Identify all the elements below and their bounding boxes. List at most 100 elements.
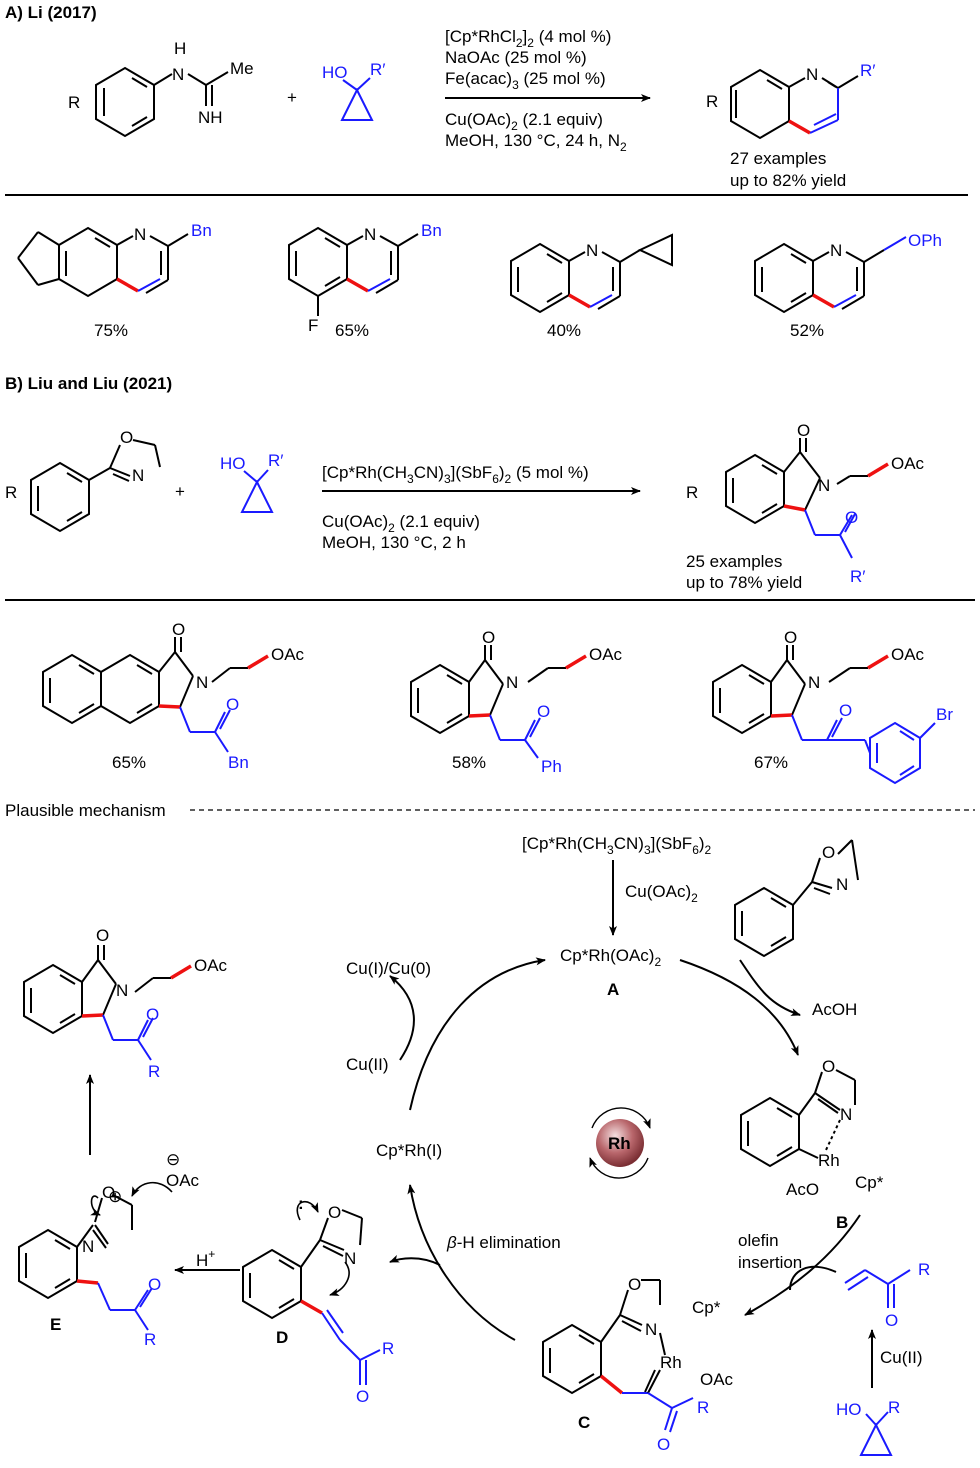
c-int-r: R	[697, 1398, 709, 1417]
e-int-r: R	[144, 1330, 156, 1349]
a-nh: NH	[198, 108, 223, 127]
a-reactant-r: R	[68, 93, 80, 112]
b-int-o: O	[822, 1057, 835, 1076]
b-int-aco: AcO	[786, 1180, 819, 1199]
mech-beta-h: β-H elimination	[446, 1233, 561, 1252]
b-prod-o2: O	[845, 508, 858, 527]
a-h: H	[174, 39, 186, 58]
a-ex2-f: F	[308, 316, 318, 335]
b-int-n: N	[840, 1105, 852, 1124]
b-yield: up to 78% yield	[686, 573, 802, 592]
e-int-o: O	[102, 1183, 115, 1202]
c-int-cp: Cp*	[692, 1298, 721, 1317]
label-e: E	[50, 1315, 61, 1334]
b-ex1-o2: O	[226, 695, 239, 714]
b-cond1: [Cp*Rh(CH3CN)3](SbF6)2 (5 mol %)	[322, 463, 589, 486]
a-ex4-yield: 52%	[790, 321, 824, 340]
b-ho: HO	[220, 454, 246, 473]
c-int-rh: Rh	[660, 1353, 682, 1372]
a-ex1-yield: 75%	[94, 321, 128, 340]
b-o: O	[120, 428, 133, 447]
b-ex1-yield: 65%	[112, 753, 146, 772]
b-n: N	[132, 466, 144, 485]
a-examples: 27 examples	[730, 149, 826, 168]
a-plus: +	[287, 88, 297, 107]
d-int-r: R	[382, 1339, 394, 1358]
label-c: C	[578, 1413, 590, 1432]
a-cond2: NaOAc (25 mol %)	[445, 48, 587, 67]
cp-ho: HO	[836, 1400, 862, 1419]
b-int-cp: Cp*	[855, 1173, 884, 1192]
b-reactant-r: R	[5, 483, 17, 502]
a-ex1-bn: Bn	[191, 221, 212, 240]
b-ex1-n: N	[196, 673, 208, 692]
olefin-o: O	[885, 1311, 898, 1330]
mech-ox-n: N	[836, 875, 848, 894]
a-ex1-n: N	[134, 225, 146, 244]
b-ex3-o2: O	[839, 701, 852, 720]
e-int-n: N	[82, 1237, 94, 1256]
prod-n: N	[116, 981, 128, 1000]
mech-h-plus: H+	[196, 1247, 215, 1270]
prod-o: O	[96, 926, 109, 945]
b-ex3-n: N	[808, 673, 820, 692]
section-a-title: A) Li (2017)	[5, 3, 97, 22]
b-ex3-br: Br	[936, 705, 953, 724]
a-ho: HO	[322, 63, 348, 82]
a-ex2-yield: 65%	[335, 321, 369, 340]
mech-catalyst: [Cp*Rh(CH3CN)3](SbF6)2	[522, 834, 712, 857]
olefin-r: R	[918, 1260, 930, 1279]
b-prod-n: N	[818, 476, 830, 495]
curly-arrows	[90, 1181, 350, 1296]
b-prod-rprime: R′	[850, 567, 865, 586]
label-d: D	[276, 1328, 288, 1347]
c-int-o2: O	[657, 1435, 670, 1454]
b-ex2-o: O	[482, 628, 495, 647]
e-minus: ⊖	[166, 1150, 180, 1169]
e-int-plus: ⊕	[108, 1187, 122, 1206]
mech-acoh: AcOH	[812, 1000, 857, 1019]
a-ex3-yield: 40%	[547, 321, 581, 340]
d-int-o2: O	[356, 1387, 369, 1406]
a-prod-n: N	[806, 65, 818, 84]
lines-layer	[5, 66, 975, 1395]
b-prod-o: O	[797, 421, 810, 440]
cp-r: R	[888, 1398, 900, 1417]
b-ex2-oac: OAc	[589, 645, 623, 664]
b-ex1-bn: Bn	[228, 753, 249, 772]
b-int-rh: Rh	[818, 1151, 840, 1170]
d-colon: :	[298, 1194, 304, 1213]
a-cond1: [Cp*RhCl2]2 (4 mol %)	[445, 27, 611, 50]
mech-ox-o: O	[822, 843, 835, 862]
a-ex4-oph: OPh	[908, 231, 942, 250]
mech-cuoac: Cu(OAc)2	[625, 882, 698, 905]
a-rprime: R′	[370, 60, 385, 79]
a-yield: up to 82% yield	[730, 171, 846, 190]
b-cond2: Cu(OAc)2 (2.1 equiv)	[322, 512, 480, 535]
c-int-oac: OAc	[700, 1370, 734, 1389]
b-rprime: R′	[268, 451, 283, 470]
d-int-n: N	[344, 1249, 356, 1268]
a-ex4-n: N	[830, 241, 842, 260]
b-cond3: MeOH, 130 °C, 2 h	[322, 533, 466, 552]
b-ex3-o: O	[784, 628, 797, 647]
mech-cp-rh-i: Cp*Rh(I)	[376, 1141, 442, 1160]
b-examples: 25 examples	[686, 552, 782, 571]
a-ex2-n: N	[364, 225, 376, 244]
b-prod-r: R	[686, 483, 698, 502]
b-ex2-n: N	[506, 673, 518, 692]
section-b-title: B) Liu and Liu (2021)	[5, 374, 172, 393]
mech-olefin: olefin	[738, 1231, 779, 1250]
mech-cu-ii: Cu(II)	[346, 1055, 389, 1074]
a-prod-r: R	[706, 92, 718, 111]
b-ex3-yield: 67%	[754, 753, 788, 772]
a-ex2-bn: Bn	[421, 221, 442, 240]
mech-insertion: insertion	[738, 1253, 802, 1272]
e-int-o2: O	[148, 1275, 161, 1294]
b-ex2-yield: 58%	[452, 753, 486, 772]
label-b: B	[836, 1213, 848, 1232]
mechanism-title: Plausible mechanism	[5, 801, 166, 820]
blue-bonds	[97, 77, 936, 1456]
